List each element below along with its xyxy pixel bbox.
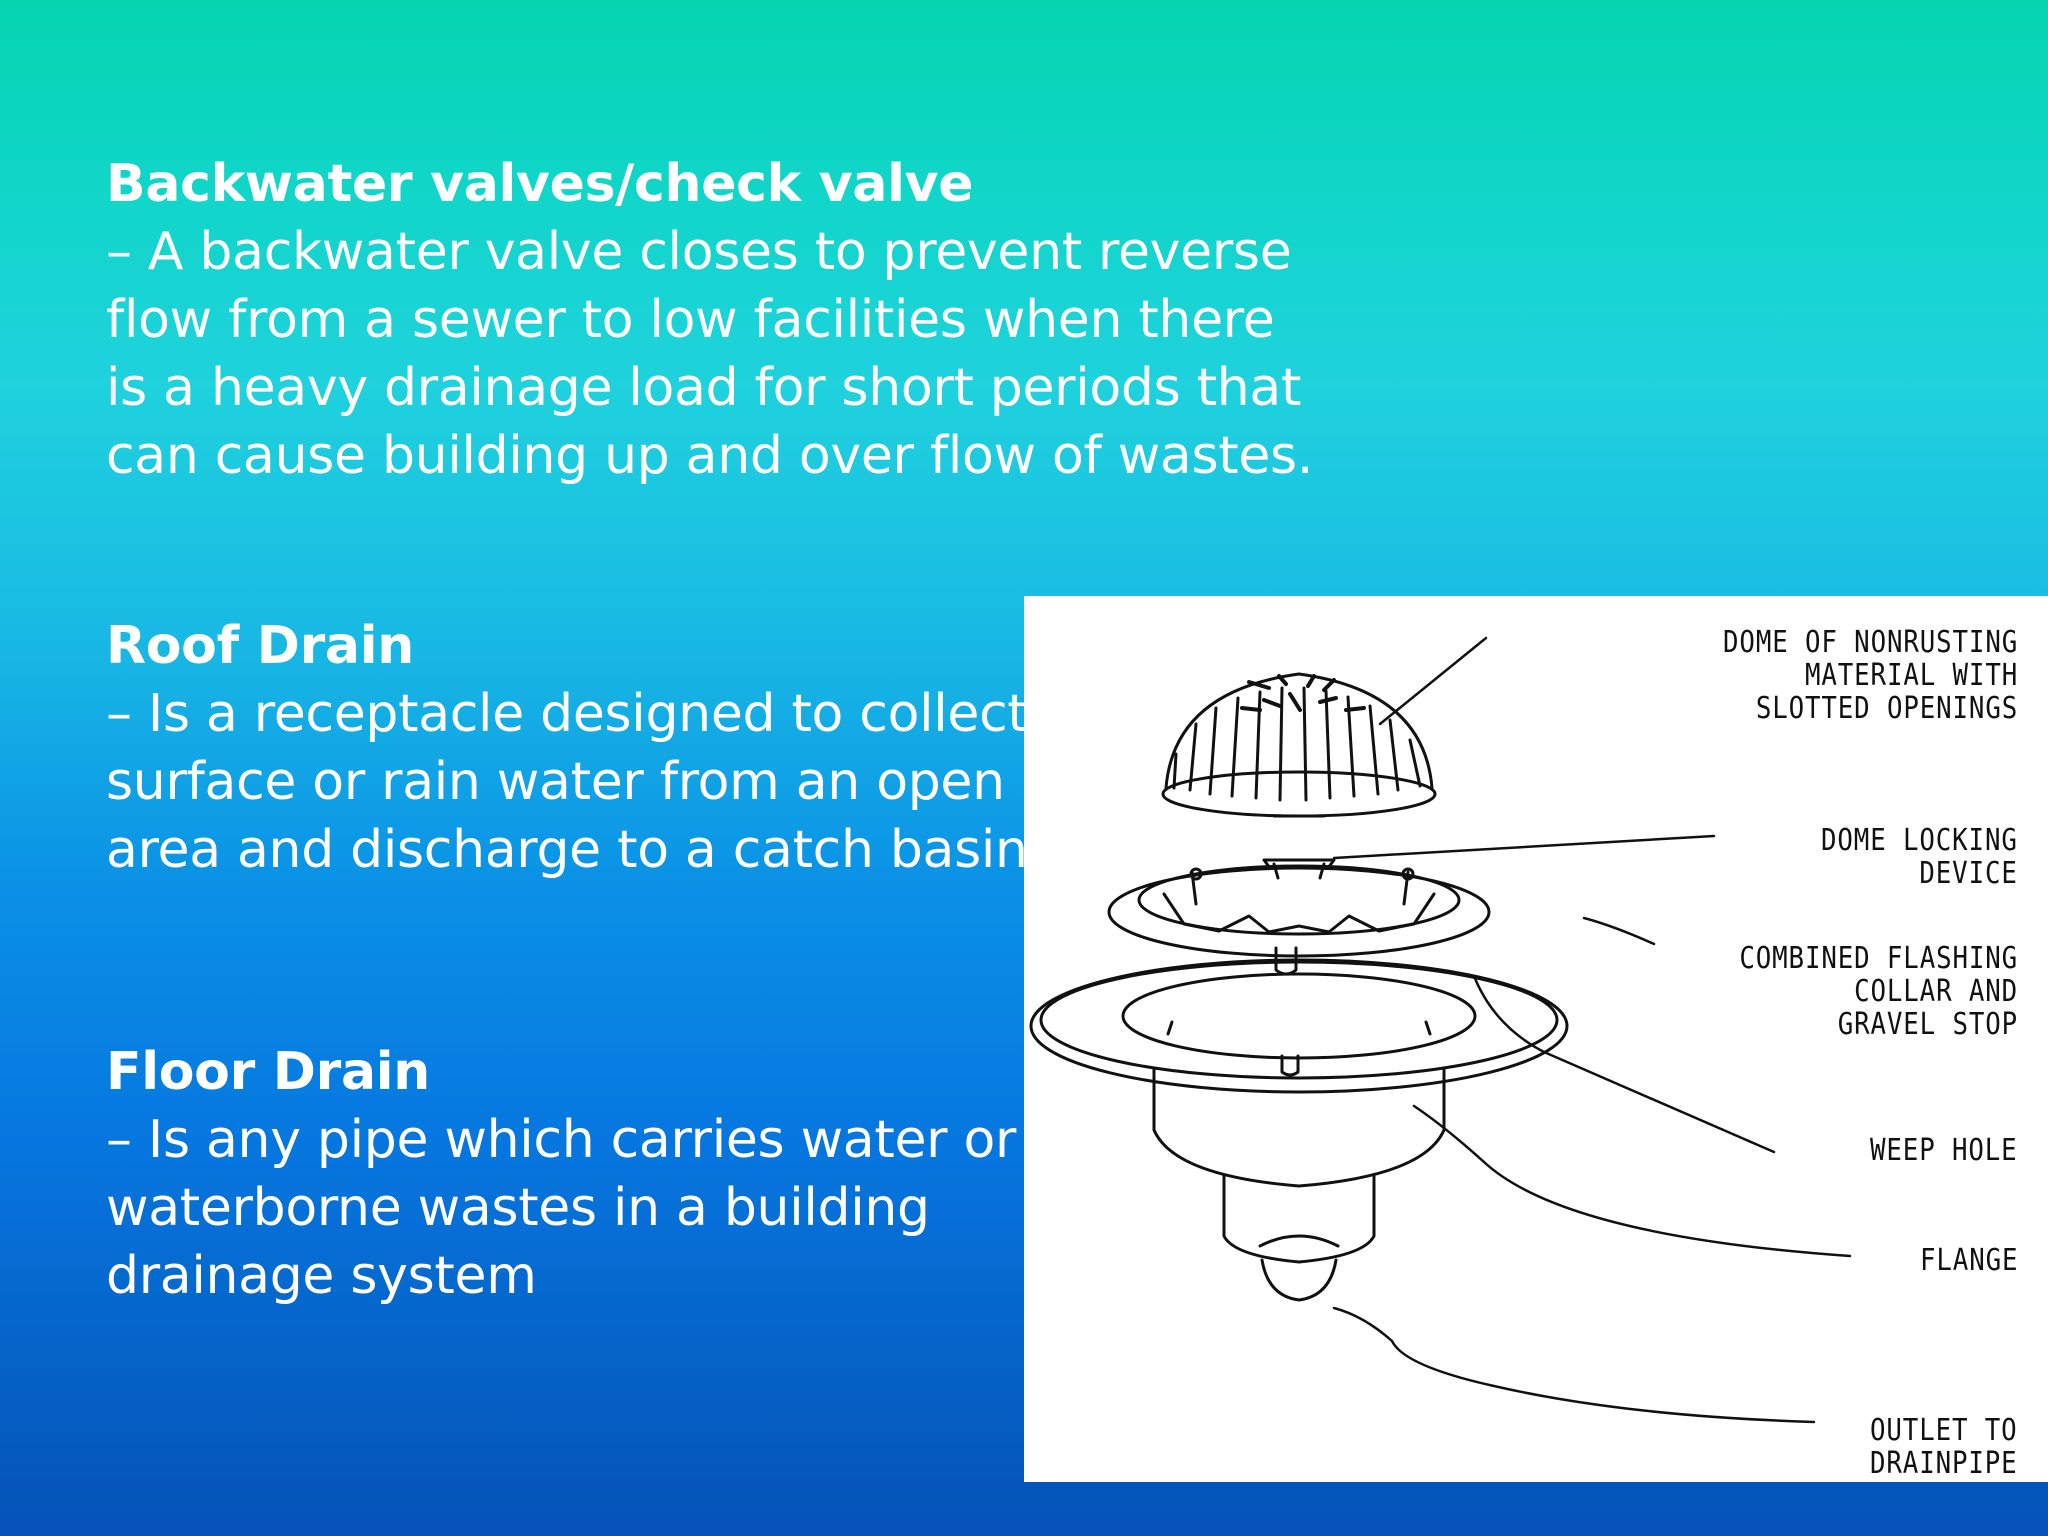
label-outlet-line-1: OUTLET TO: [1870, 1413, 2018, 1448]
floor-line-3: drainage system: [106, 1246, 537, 1306]
label-flashing-line-2: COLLAR AND: [1854, 974, 2018, 1009]
leader-lines: [1332, 636, 1852, 1424]
label-outlet: OUTLET TO DRAINPIPE: [1870, 1414, 2018, 1480]
label-locking-line-1: DOME LOCKING: [1821, 823, 2018, 858]
label-flange: FLANGE: [1920, 1244, 2018, 1277]
label-dome-line-2: MATERIAL WITH: [1804, 658, 2018, 693]
label-weep-hole: WEEP HOLE: [1870, 1134, 2018, 1167]
label-dome: DOME OF NONRUSTING MATERIAL WITH SLOTTED…: [1723, 626, 2018, 725]
label-dome-line-3: SLOTTED OPENINGS: [1755, 691, 2018, 726]
label-flange-line-1: FLANGE: [1919, 1243, 2018, 1278]
floor-line-2: waterborne wastes in a building: [106, 1178, 930, 1238]
section-backwater-valves: Backwater valves/check valve – A backwat…: [106, 150, 1346, 490]
flashing-collar-shape: [1107, 858, 1491, 976]
label-outlet-line-2: DRAINPIPE: [1870, 1446, 2018, 1481]
heading-backwater-valves: Backwater valves/check valve: [106, 154, 974, 214]
label-locking-line-2: DEVICE: [1919, 856, 2018, 891]
backwater-line-4: can cause building up and over flow of w…: [106, 426, 1314, 486]
heading-roof-drain: Roof Drain: [106, 616, 414, 676]
label-flashing-line-3: GRAVEL STOP: [1837, 1007, 2018, 1042]
flange-body-shape: [1029, 958, 1569, 1302]
label-weep-line-1: WEEP HOLE: [1870, 1133, 2018, 1168]
backwater-line-3: is a heavy drainage load for short perio…: [106, 358, 1302, 418]
roof-drain-diagram: DOME OF NONRUSTING MATERIAL WITH SLOTTED…: [1024, 596, 2048, 1482]
roof-line-1: – Is a receptacle designed to collect: [106, 684, 1028, 744]
label-dome-locking-device: DOME LOCKING DEVICE: [1821, 824, 2018, 890]
section-roof-drain: Roof Drain – Is a receptacle designed to…: [106, 612, 1106, 884]
backwater-line-2: flow from a sewer to low facilities when…: [106, 290, 1275, 350]
label-dome-line-1: DOME OF NONRUSTING: [1722, 625, 2018, 660]
dome-shape: [1161, 672, 1437, 818]
label-flashing-line-1: COMBINED FLASHING: [1739, 941, 2018, 976]
label-combined-flashing: COMBINED FLASHING COLLAR AND GRAVEL STOP: [1739, 942, 2018, 1041]
section-floor-drain: Floor Drain – Is any pipe which carries …: [106, 1038, 1106, 1310]
backwater-line-1: – A backwater valve closes to prevent re…: [106, 222, 1292, 282]
roof-drain-illustration: [1029, 636, 1852, 1424]
heading-floor-drain: Floor Drain: [106, 1042, 430, 1102]
roof-line-3: area and discharge to a catch basin: [106, 820, 1028, 880]
floor-line-1: – Is any pipe which carries water or: [106, 1110, 1017, 1170]
roof-line-2: surface or rain water from an open: [106, 752, 1005, 812]
